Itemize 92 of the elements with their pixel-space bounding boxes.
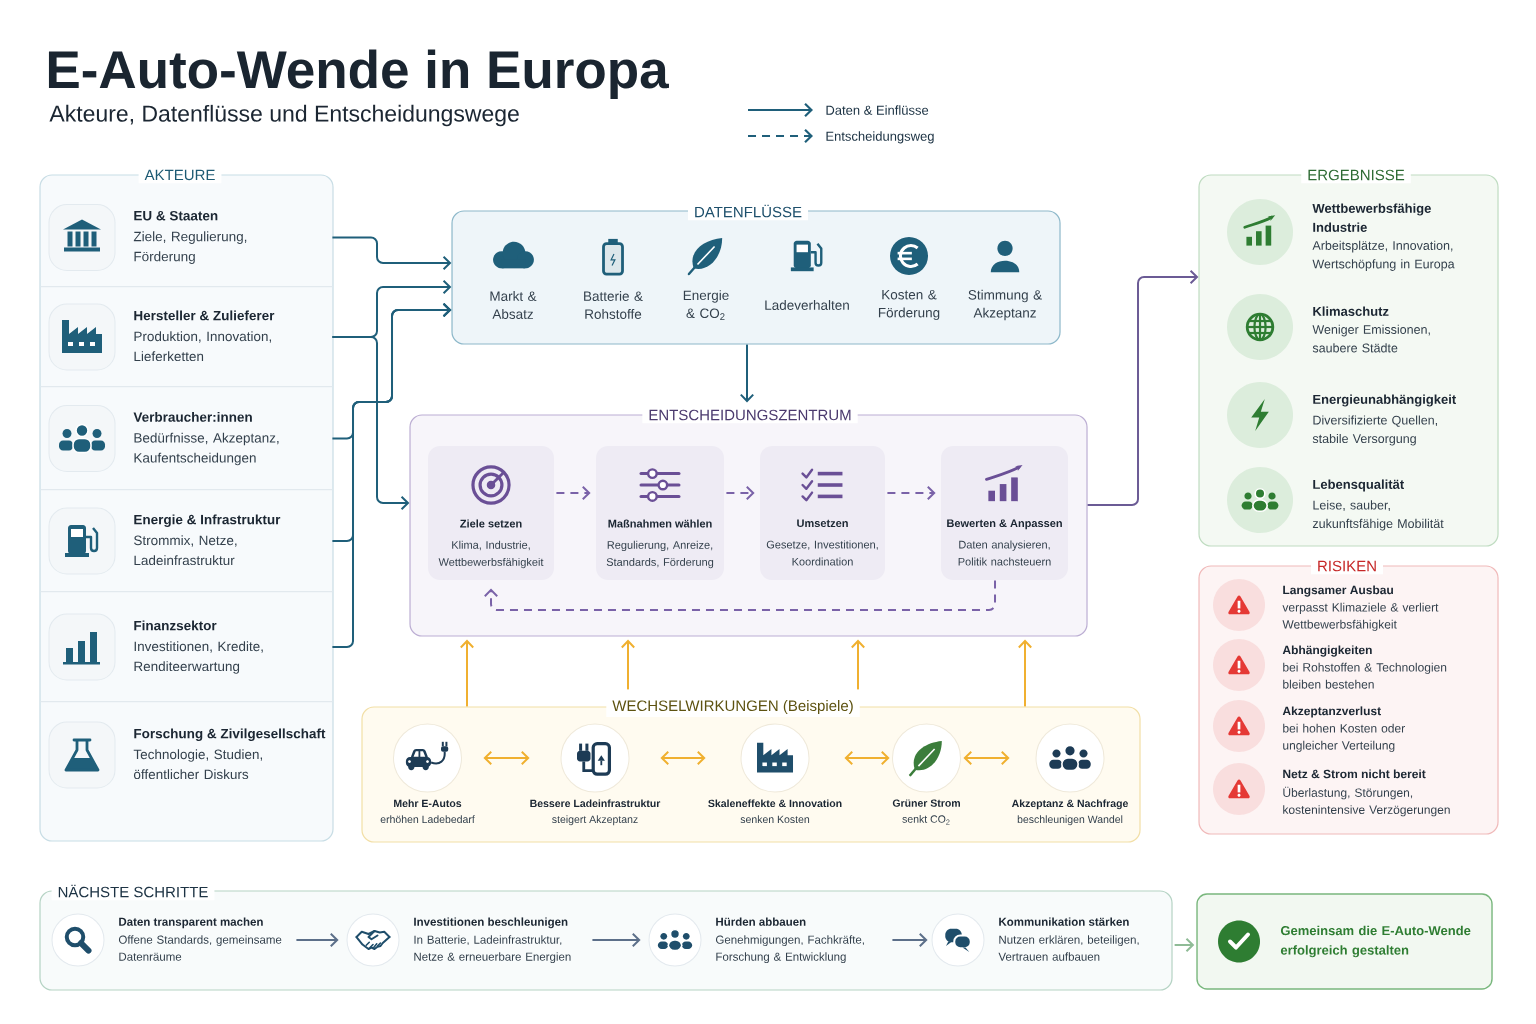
description: Genehmigungen, Fachkräfte, Forschung & Entwicklung [715, 935, 864, 964]
description: senkt CO$_{2}$ [902, 815, 950, 825]
heading: Bessere Ladeinfrastruktur [530, 799, 661, 808]
description: Überlastung, Störungen, kostenintensive Verzögerungen [1283, 786, 1450, 817]
description: Technologie, Studien, öffentlicher Diskurs [133, 749, 262, 780]
subtitle: Akteure, Datenflüsse und Entscheidungswege [49, 104, 519, 127]
item-label: Batterie & Rohstoffe [584, 291, 643, 319]
description: In Batterie, Ladeinfrastruktur, Netze & erneuerbare Energien [414, 935, 571, 964]
double-arrow [844, 750, 890, 766]
heading: Akzeptanzverlust [1282, 706, 1381, 718]
double-arrow [660, 750, 706, 766]
heading: Kommunikation stärken [999, 917, 1129, 926]
heading: Grüner Strom [892, 799, 960, 807]
item-label: Kosten & Förderung [878, 289, 940, 321]
description: Arbeitsplätze, Innovation, Wertschöpfung in Europa [1312, 240, 1455, 271]
description: Nutzen erklären, beteiligen, Vertrauen aufbauen [998, 935, 1139, 961]
heading: Maßnahmen wählen [608, 519, 712, 528]
section-heading: DATENFLÜSSE [687, 201, 809, 221]
description: Offene Standards, gemeinsame Datenräume [118, 935, 282, 961]
heading: Energieunabhängigkeit [1313, 394, 1456, 407]
description: Weniger Emissionen, saubere Städte [1312, 324, 1430, 353]
description: Investitionen, Kredite, Renditeerwartung [134, 641, 263, 674]
description: Strommix, Netze, Ladeinfrastruktur [134, 535, 237, 566]
arrow [620, 639, 636, 691]
heading: Umsetzen [797, 519, 848, 528]
heading: Verbraucher:innen [133, 411, 252, 422]
arrow [331, 336, 410, 511]
heading: Daten transparent machen [119, 917, 263, 929]
heading: Akzeptanz & Nachfrage [1011, 799, 1128, 810]
heading: Finanzsektor [134, 620, 217, 631]
heading: Langsamer Ausbau [1283, 585, 1393, 597]
description: bei hohen Kosten oder ungleicher Verteilung [1283, 723, 1405, 752]
heading: Ziele setzen [460, 519, 522, 528]
heading: Energie & Infrastruktur [134, 514, 281, 528]
arrow [1086, 269, 1199, 506]
arrow [850, 639, 866, 691]
heading: Bewerten & Anpassen [947, 519, 1062, 530]
heading: Skaleneffekte & Innovation [708, 799, 842, 808]
double-arrow [483, 750, 530, 766]
title: E-Auto-Wende in Europa [48, 49, 669, 99]
description: Gesetze, Investitionen, Koordination [766, 540, 878, 566]
description: senken Kosten [740, 815, 810, 824]
result-box: Gemeinsam die E-Auto-Wende erfolgreich gestalten [1196, 893, 1493, 990]
section-heading: WECHSELWIRKUNGEN (Beispiele) [606, 697, 860, 717]
arrow [891, 932, 928, 948]
arrow [331, 236, 452, 271]
description: Daten analysieren, Politik nachsteuern [958, 540, 1051, 566]
legend-label: Daten & Einflüsse [826, 105, 929, 115]
heading: Lebensqualität [1313, 479, 1404, 492]
section-heading: ENTSCHEIDUNGSZENTRUM [642, 406, 858, 424]
description: beschleunigen Wandel [1017, 815, 1123, 826]
description: Produktion, Innovation, Lieferketten [134, 331, 271, 362]
heading: Forschung & Zivilgesellschaft [134, 728, 326, 742]
arrow [1173, 937, 1195, 953]
arrow [555, 485, 591, 501]
heading: Hürden abbauen [716, 917, 806, 926]
arrow [886, 485, 936, 501]
arrow [725, 485, 755, 501]
section-heading: ERGEBNISSE [1301, 166, 1411, 184]
heading: Klimaschutz [1313, 306, 1389, 316]
description: steigert Akzeptanz [552, 815, 638, 826]
heading: EU & Staaten [134, 210, 218, 221]
arrow [739, 343, 755, 403]
section-heading: AKTEURE [138, 166, 222, 184]
description: Regulierung, Anreize, Standards, Förderung [606, 540, 714, 569]
item-label: Ladeverhalten [765, 300, 849, 310]
section-heading: RISIKEN [1311, 557, 1383, 575]
description: bei Rohstoffen & Technologien bleiben bestehen [1283, 662, 1447, 689]
heading: Wettbewerbsfähige Industrie [1312, 203, 1431, 232]
legend-label: Entscheidungsweg [826, 131, 934, 144]
item-label: Stimmung & Akzeptanz [968, 289, 1042, 321]
heading: Abhängigkeiten [1282, 645, 1372, 657]
arrow [1017, 639, 1033, 708]
heading: Mehr E-Autos [394, 799, 462, 808]
arrow [295, 932, 339, 948]
description: Bedürfnisse, Akzeptanz, Kaufentscheidungen [134, 432, 279, 466]
arrow [483, 579, 996, 611]
item-label: Energie & CO$_{2}$ [683, 290, 729, 320]
item-label: Markt & Absatz [490, 291, 537, 319]
heading: Hersteller & Zulieferer [134, 310, 275, 321]
arrow [591, 932, 641, 948]
double-arrow [963, 750, 1010, 766]
description: verpasst Klimaziele & verliert Wettbewerbsfähigkeit [1282, 602, 1439, 631]
description: Diversifizierte Quellen, stabile Versorgung [1312, 415, 1437, 446]
heading: Investitionen beschleunigen [414, 917, 568, 929]
section-heading: NÄCHSTE SCHRITTE [51, 881, 215, 901]
description: erhöhen Ladebedarf [380, 815, 475, 824]
description: Leise, sauber, zukunftsfähige Mobilität [1312, 500, 1444, 531]
heading: Netz & Strom nicht bereit [1283, 769, 1426, 779]
description: Ziele, Regulierung, Förderung [133, 231, 247, 264]
description: Klima, Industrie, Wettbewerbsfähigkeit [438, 540, 544, 569]
arrow [459, 639, 475, 708]
